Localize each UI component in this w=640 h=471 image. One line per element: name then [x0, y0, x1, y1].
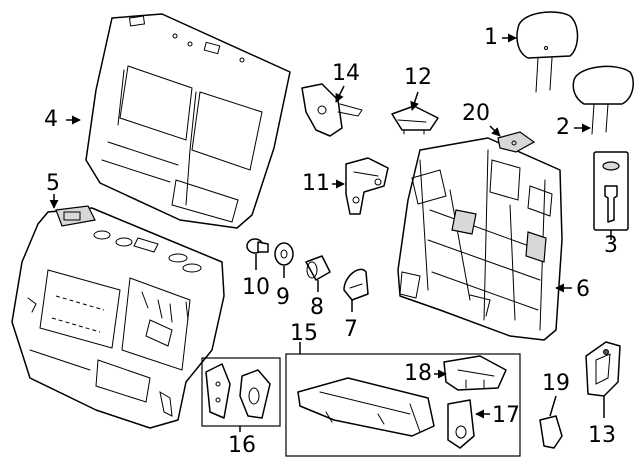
callout-17: 17 — [492, 403, 520, 428]
headrest-guide-part — [593, 151, 629, 231]
seat-back-frame-part — [397, 137, 563, 341]
bolt-part-10 — [246, 238, 269, 254]
washer-part-9 — [274, 242, 294, 266]
callout-5: 5 — [46, 171, 60, 196]
cap-part-19 — [539, 415, 563, 449]
callout-20: 20 — [462, 101, 490, 126]
headrest-part-2 — [572, 65, 635, 135]
cap-part-7 — [343, 268, 369, 301]
callout-18: 18 — [404, 361, 432, 386]
callout-1: 1 — [484, 25, 498, 50]
callout-6: 6 — [576, 277, 590, 302]
bracket-part-18 — [443, 355, 507, 391]
callout-10: 10 — [242, 275, 270, 300]
callout-15: 15 — [290, 321, 318, 346]
seat-back-cover-part — [85, 13, 291, 229]
cover-part-12 — [391, 105, 439, 135]
latch-part-17 — [447, 399, 475, 449]
callout-9: 9 — [276, 285, 290, 310]
callout-3: 3 — [604, 233, 618, 258]
callout-7: 7 — [344, 317, 358, 342]
seat-back-pad-part — [11, 205, 225, 429]
bushing-part-8 — [305, 255, 331, 281]
callout-2: 2 — [556, 115, 570, 140]
callout-12: 12 — [404, 65, 432, 90]
bracket-part-14 — [301, 83, 363, 137]
group-box-15 — [285, 342, 521, 457]
callout-13: 13 — [588, 423, 616, 448]
clip-part-20 — [497, 131, 536, 153]
callout-4: 4 — [44, 107, 58, 132]
callout-19: 19 — [542, 371, 570, 396]
callout-16: 16 — [228, 433, 256, 458]
callout-11: 11 — [302, 171, 330, 196]
headrest-part-1 — [516, 11, 579, 93]
callout-14: 14 — [332, 61, 360, 86]
group-box-16 — [201, 357, 281, 427]
latch-part-11 — [345, 157, 389, 215]
handle-part-13 — [585, 341, 621, 397]
callout-8: 8 — [310, 295, 324, 320]
